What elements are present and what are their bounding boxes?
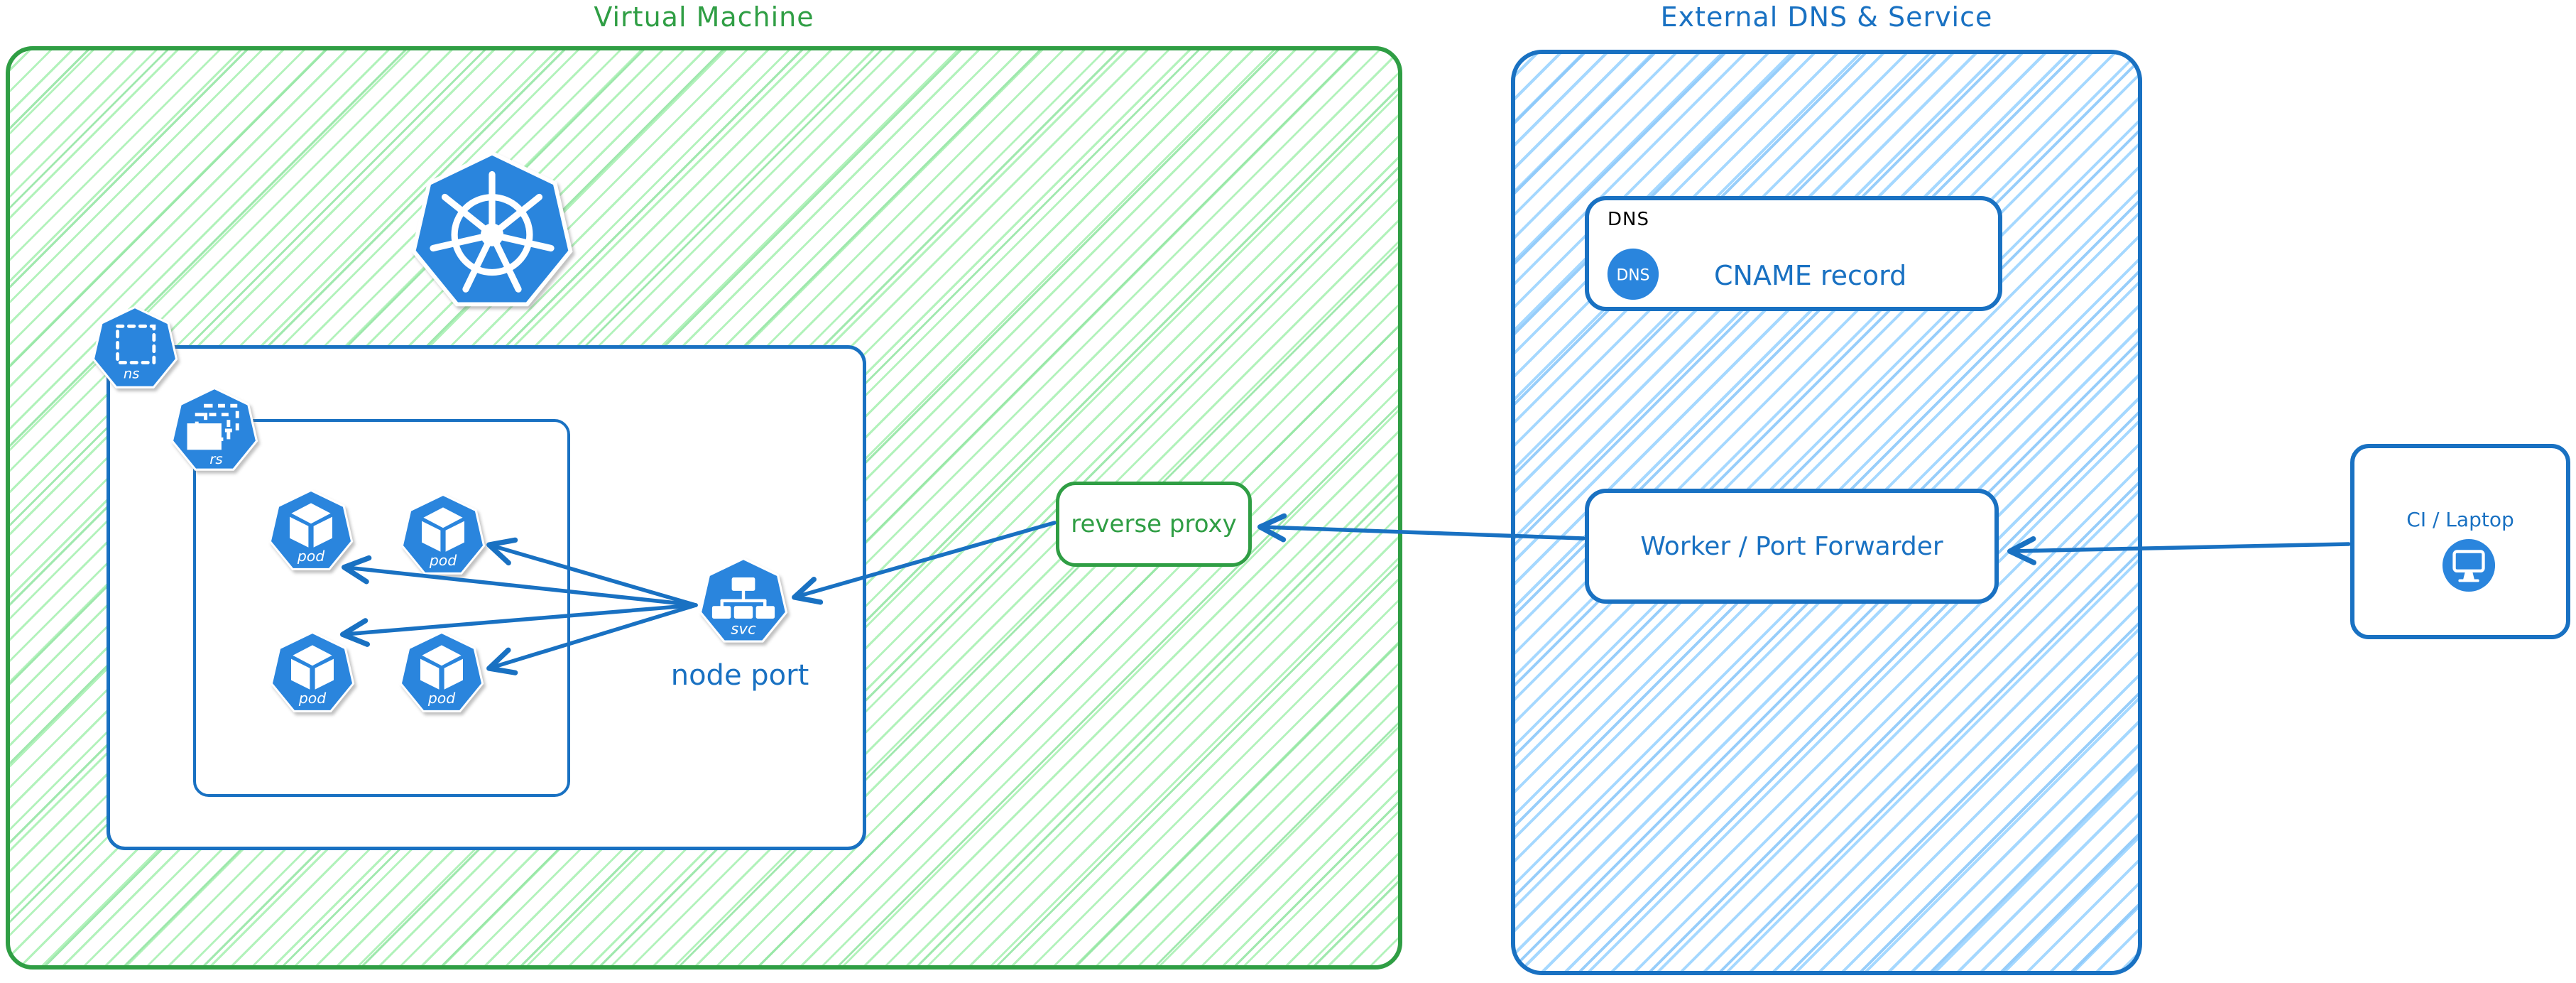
replicaset-box (193, 419, 570, 797)
replicaset-icon: rs (170, 386, 258, 471)
namespace-icon: ns (92, 305, 178, 389)
namespace-label: ns (124, 365, 140, 381)
cname-record-label: CNAME record (1714, 260, 1907, 291)
pod-icon: pod (399, 631, 484, 712)
node-port-label: node port (670, 659, 809, 692)
dns-cname-box: DNS DNS CNAME record (1585, 196, 2002, 311)
dns-group-tag: DNS (1608, 209, 1649, 230)
external-dns-title: External DNS & Service (1660, 1, 1993, 33)
virtual-machine-title: Virtual Machine (594, 1, 814, 33)
pod-label: pod (429, 552, 457, 569)
reverse-proxy-box: reverse proxy (1056, 482, 1252, 567)
worker-port-forwarder-label: Worker / Port Forwarder (1640, 531, 1943, 561)
monitor-icon (2442, 538, 2496, 592)
pod-icon: pod (400, 493, 486, 575)
pod-icon: pod (270, 631, 355, 712)
pod-label: pod (427, 690, 456, 707)
kubernetes-logo-icon (411, 151, 573, 307)
dns-icon: DNS (1607, 248, 1659, 300)
pod-icon: pod (268, 489, 354, 570)
replicaset-label: rs (209, 451, 222, 467)
ci-laptop-label: CI / Laptop (2406, 508, 2514, 531)
pod-label: pod (298, 690, 327, 707)
pod-label: pod (297, 548, 325, 565)
ci-laptop-box: CI / Laptop (2350, 444, 2570, 639)
dns-icon-text: DNS (1616, 267, 1649, 285)
worker-port-forwarder-box: Worker / Port Forwarder (1585, 489, 1999, 604)
service-icon: svc (699, 557, 788, 643)
service-label: svc (731, 620, 756, 638)
reverse-proxy-label: reverse proxy (1071, 510, 1237, 538)
